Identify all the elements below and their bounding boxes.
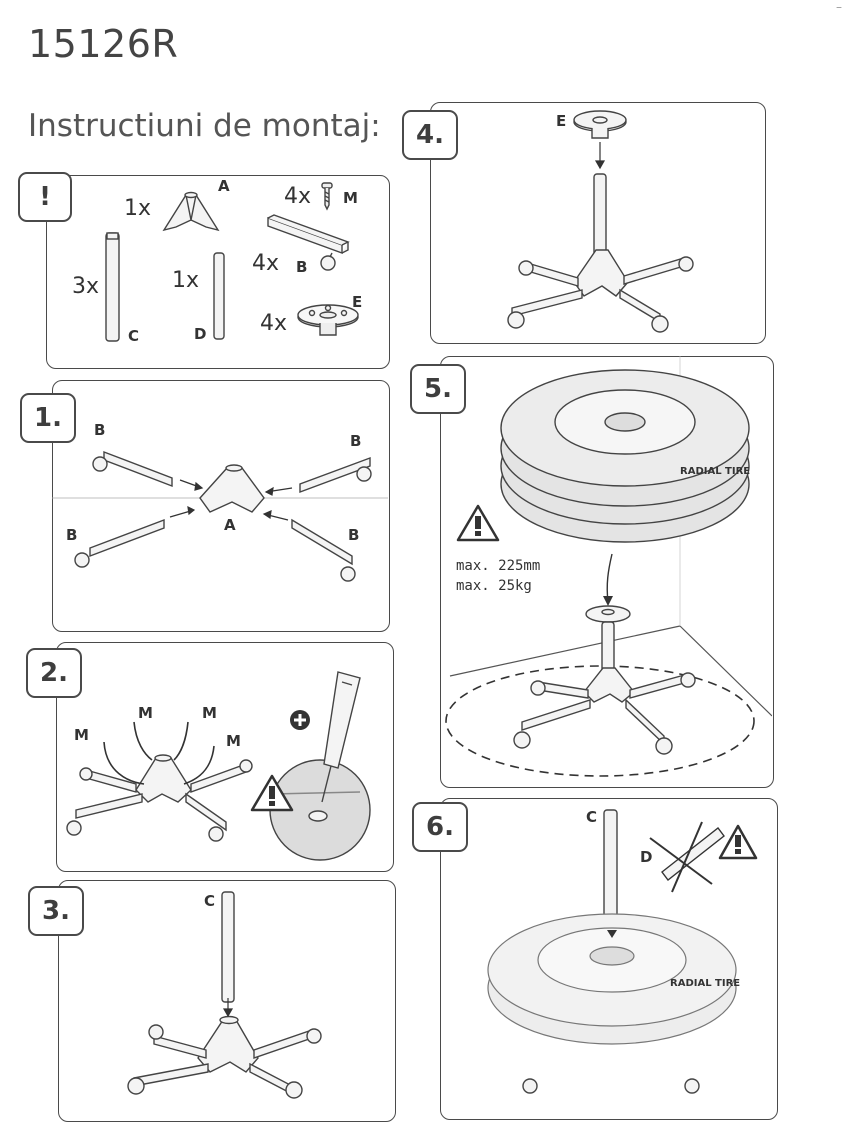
part-d-qty: 1x [172,268,199,293]
parts-illustration: 1x A 4x M 4x B 3x C 1x D 4x E [72,177,362,345]
part-c-tube-icon [105,232,120,342]
step-4-label-e: E [556,112,566,130]
step-1-label-b2: B [350,432,361,450]
document-title: 15126R [28,22,179,66]
max-weight-text: max. 25kg [456,578,532,594]
step-1-label-b4: B [348,526,359,544]
step-2-label-m3: M [202,704,217,722]
step-2-badge: 2. [26,648,82,698]
step-2-label-m2: M [138,704,153,722]
part-m-screw-icon [321,182,333,211]
part-a-letter: A [218,177,230,195]
part-e-qty: 4x [260,311,287,336]
part-c-letter: C [128,327,139,345]
step-6-illustration: RADIAL TIRE C D [487,808,758,1094]
step-3-badge: 3. [28,886,84,936]
part-b-letter: B [296,258,307,276]
step-6-badge: 6. [412,802,468,852]
step-2-label-m4: M [226,732,241,750]
step-4-illustration: E [507,110,694,333]
step-4-badge: 4. [402,110,458,160]
step-3-label-c: C [204,892,215,910]
parts-panel-badge: ! [18,172,72,222]
document-subtitle: Instructiuni de montaj: [28,108,381,144]
part-c-qty: 3x [72,274,99,299]
step-6-tire-text: RADIAL TIRE [670,978,740,989]
screwdriver-detail-icon [269,671,371,861]
max-height-text: max. 225mm [456,558,541,574]
step-2-illustration: M M M M [66,671,371,861]
step-6-label-d: D [640,848,652,866]
step-5-warning-text: max. 225mm max. 25kg [456,556,540,596]
step-6-label-c: C [586,808,597,826]
wrong-tube-d-icon [649,821,725,893]
part-d-tube-icon [213,252,225,340]
step-1-label-a: A [224,516,236,534]
tire-stack-icon [500,369,750,543]
corner-mark: – [836,0,842,14]
step-5-badge: 5. [410,364,466,414]
phillips-plus-icon [290,710,310,730]
step-3-illustration: C [127,891,322,1099]
part-e-letter: E [352,293,362,311]
part-b-qty: 4x [252,251,279,276]
hub-a-icon [199,467,265,513]
part-e-plate-icon [297,304,359,336]
step-5-tire-text: RADIAL TIRE [680,466,750,477]
warning-triangle-icon [718,824,758,860]
warning-triangle-icon [250,774,294,812]
step-1-label-b3: B [66,526,77,544]
step-5-illustration: RADIAL TIRE [445,356,772,777]
step-1-illustration: B B B B A [52,421,388,582]
warning-triangle-icon [456,504,500,542]
step-1-label-b1: B [94,421,105,439]
tire-icon [487,913,737,1045]
part-d-letter: D [194,325,206,343]
part-m-letter: M [343,189,358,207]
step-2-label-m1: M [74,726,89,744]
part-a-hub-icon [162,191,220,232]
part-a-qty: 1x [124,196,151,221]
step-1-badge: 1. [20,393,76,443]
part-b-leg-icon [267,214,350,271]
part-m-qty: 4x [284,184,311,209]
